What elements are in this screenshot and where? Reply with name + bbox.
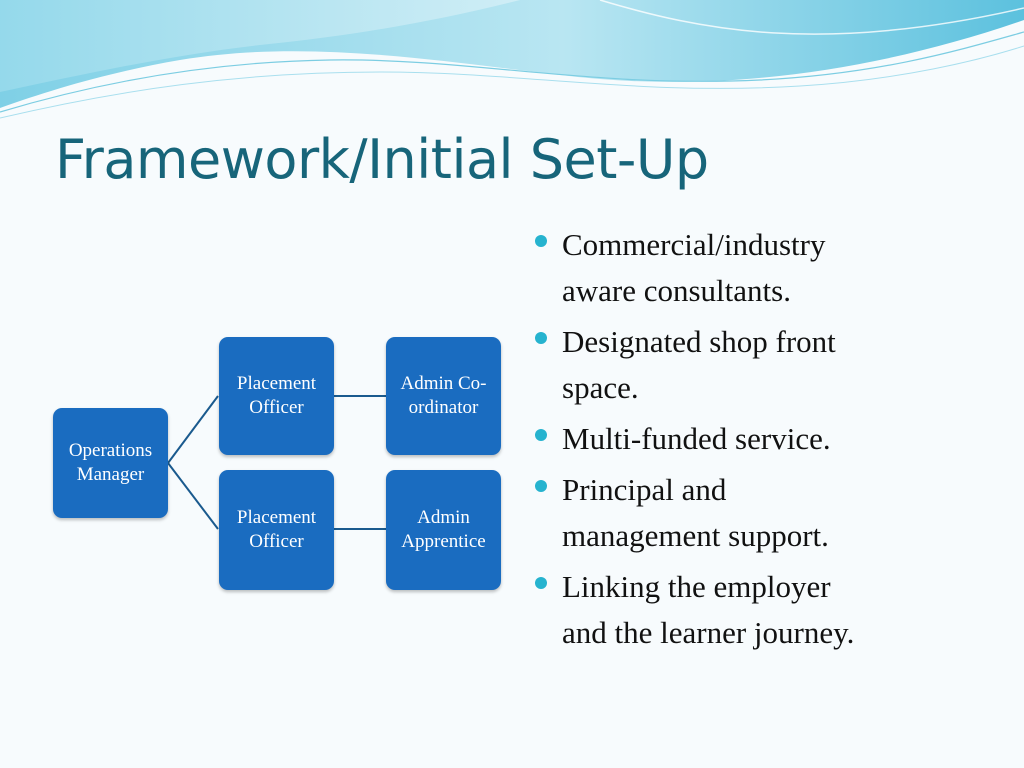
org-node-placement-officer-1: Placement Officer <box>219 337 334 455</box>
bullet-text-line: management support. <box>562 518 829 553</box>
bullet-dot-icon <box>535 235 547 247</box>
bullet-item: Principal and management support. <box>533 467 1003 559</box>
slide-title: Framework/Initial Set-Up <box>55 128 709 191</box>
connector-root-to-officer-1 <box>167 395 219 464</box>
wave-header-decoration <box>0 0 1024 119</box>
bullet-text-line: Commercial/industry <box>562 227 826 262</box>
bullet-text-line: Principal and <box>562 472 727 507</box>
bullet-text-line: aware consultants. <box>562 273 791 308</box>
bullet-text-line: Linking the employer <box>562 569 831 604</box>
bullet-item: Linking the employer and the learner jou… <box>533 564 1003 656</box>
bullet-text-line: Designated shop front <box>562 324 836 359</box>
org-node-label: Admin <box>417 507 470 528</box>
bullet-list: Commercial/industry aware consultants. D… <box>533 222 1003 661</box>
bullet-text-line: and the learner journey. <box>562 615 855 650</box>
bullet-dot-icon <box>535 480 547 492</box>
bullet-dot-icon <box>535 332 547 344</box>
bullet-item: Designated shop front space. <box>533 319 1003 411</box>
org-node-admin-apprentice: Admin Apprentice <box>386 470 501 590</box>
bullet-text-line: Multi-funded service. <box>562 421 831 456</box>
org-node-label: Placement <box>236 507 317 528</box>
org-node-operations-manager: Operations Manager <box>53 408 168 518</box>
org-node-label: ordinator <box>408 397 479 418</box>
bullet-item: Multi-funded service. <box>533 416 1003 462</box>
org-node-label: Manager <box>76 464 145 485</box>
bullet-item: Commercial/industry aware consultants. <box>533 222 1003 314</box>
connector-root-to-officer-2 <box>167 462 219 530</box>
org-node-admin-coordinator: Admin Co- ordinator <box>386 337 501 455</box>
bullet-dot-icon <box>535 577 547 589</box>
org-node-label: Officer <box>249 531 304 552</box>
org-node-placement-officer-2: Placement Officer <box>219 470 334 590</box>
org-node-label: Operations <box>68 440 153 461</box>
org-node-label: Placement <box>236 373 317 394</box>
org-node-label: Officer <box>249 397 304 418</box>
bullet-text-line: space. <box>562 370 639 405</box>
bullet-dot-icon <box>535 429 547 441</box>
org-node-label: Admin Co- <box>400 373 487 394</box>
org-node-label: Apprentice <box>401 531 486 552</box>
